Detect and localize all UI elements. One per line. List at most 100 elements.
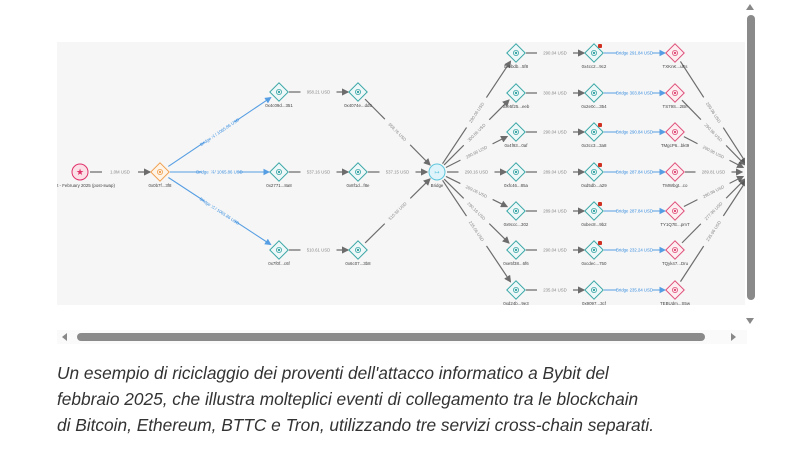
edge-label-bg: [201, 168, 238, 176]
transaction-flow-graph[interactable]: 1.0M USD Bridge ⤨ / 1065.86 USD Bridge ⤨ /…: [57, 42, 745, 305]
eth-address-node[interactable]: 0xd5db...a29: [581, 162, 607, 188]
caption-line: febbraio 2025, che illustra molteplici e…: [57, 389, 639, 409]
transfer-edge[interactable]: 958.21 USD: [289, 88, 350, 96]
eth-address-node[interactable]: 0xcdec...750: [582, 240, 607, 266]
tron-address-node[interactable]: TQyk47...Dru: [662, 240, 689, 266]
node-address-label: TMgcP6...bkt9: [661, 143, 690, 148]
tron-address-node[interactable]: TEBUdm...S5w: [660, 280, 691, 305]
bridge-edge[interactable]: Bridge 291.84 USD: [604, 49, 667, 57]
node-address-label: 0x9097...3cf: [582, 301, 607, 305]
node-address-label: TS79S...2Bn: [663, 104, 688, 109]
transfer-edge[interactable]: 289.04 USD: [526, 207, 586, 215]
eth-address-node[interactable]: 0x2e0c...354: [581, 83, 607, 109]
bridge-edge[interactable]: Bridge 303.84 USD: [604, 89, 667, 97]
scroll-up-arrow-icon[interactable]: [746, 4, 754, 10]
tron-address-node[interactable]: TS79S...2Bn: [663, 83, 688, 109]
transfer-edge[interactable]: 289.81 USD: [685, 168, 744, 176]
transfer-edge[interactable]: 537.16 USD: [289, 168, 350, 176]
eth-address-node[interactable]: 0x4cc2...9c2: [582, 43, 607, 69]
node-ring-icon: [672, 169, 679, 176]
eth-address-node[interactable]: 0x3cc3...3a8: [582, 122, 607, 148]
bridge-edge[interactable]: Bridge 232.24 USD: [604, 246, 667, 254]
node-address-label: 0x0b7f...3f8: [149, 183, 173, 188]
edge-amount-label: Bridge ⤨ / 1065.86 USD: [199, 117, 240, 147]
vertical-scrollbar[interactable]: [744, 0, 757, 330]
scroll-right-arrow-icon[interactable]: [731, 333, 736, 341]
eth-address-node[interactable]: 0x4074e...dd5: [344, 82, 372, 108]
eth-address-node[interactable]: 0xe5f25...eeb: [503, 83, 530, 109]
edge-label-bg: [463, 214, 490, 248]
transfer-edge[interactable]: 235.04 USD: [526, 286, 586, 294]
transfer-edge[interactable]: 290.96 USD: [445, 135, 509, 169]
node-address-label: 0x9ccc...302: [504, 222, 529, 227]
eth-address-node[interactable]: 0x2771...8a8: [266, 162, 292, 188]
transfer-edge[interactable]: 289.06 USD: [445, 175, 509, 208]
edge-amount-label: Bridge 235.84 USD: [616, 288, 653, 293]
eth-address-node[interactable]: 0x6c07...3b8: [345, 240, 371, 266]
bridge-edge[interactable]: Bridge 235.84 USD: [604, 286, 667, 294]
vertical-scroll-thumb[interactable]: [747, 15, 755, 300]
node-ring-icon: [157, 169, 164, 176]
node-address-label: 0xd24b...9e3: [503, 301, 529, 305]
scroll-left-arrow-icon[interactable]: [62, 333, 67, 341]
node-ring-icon: [672, 286, 679, 293]
node-ring-icon: [512, 49, 519, 56]
edge-amount-label: Bridge 303.84 USD: [616, 91, 653, 96]
transfer-edge[interactable]: 290.16 USD: [447, 168, 508, 176]
transfer-edge[interactable]: 537.15 USD: [368, 168, 429, 176]
edge-label-bg: [537, 128, 573, 136]
edge-amount-label: Bridge 287.84 USD: [616, 170, 653, 175]
node-ring-icon: [591, 129, 598, 136]
edge-amount-label: Bridge ⤨ / 1065.86 USD: [199, 196, 241, 226]
horizontal-scrollbar[interactable]: [57, 330, 747, 344]
tron-address-node[interactable]: TMgcP6...bkt9: [661, 122, 690, 148]
eth-address-node[interactable]: 0x9097...3cf: [582, 280, 607, 305]
edge-label-bg: [537, 168, 573, 176]
eth-address-node[interactable]: 0xfc46...85a: [504, 162, 529, 188]
eth-address-node[interactable]: 0x4c09d...351: [265, 82, 293, 108]
origin-address-node[interactable]: 0x0b7f...3f8: [149, 162, 173, 188]
edge-label-bg: [616, 49, 653, 57]
edge-amount-label: 510.61 USD: [307, 248, 330, 253]
transfer-edge[interactable]: 290.04 USD: [526, 128, 586, 136]
bridge-edge[interactable]: Bridge 287.84 USD: [604, 207, 667, 215]
transfer-edge[interactable]: 300.84 USD: [526, 89, 586, 97]
bridge-edge[interactable]: Bridge ⤨ / 1065.86 USD: [170, 168, 271, 176]
scroll-down-arrow-icon[interactable]: [746, 318, 754, 324]
transfer-edge[interactable]: 290.04 USD: [526, 49, 586, 57]
node-address-label: Exploit - February 2025 (post-swap): [57, 183, 115, 188]
eth-address-node[interactable]: 0xebdb...5f8: [504, 43, 529, 69]
horizontal-scroll-thumb[interactable]: [77, 333, 705, 341]
transfer-edge[interactable]: 290.96 USD: [683, 175, 745, 208]
eth-address-node[interactable]: 0x8f1d...f8e: [347, 162, 371, 188]
transfer-edge[interactable]: 510.61 USD: [289, 246, 350, 254]
eth-address-node[interactable]: 0x7f0f...c6f: [268, 240, 291, 266]
tron-address-node[interactable]: TY1Q7E...pmT: [660, 201, 690, 227]
tron-address-node[interactable]: TMWbgt...co: [663, 162, 688, 188]
bridge-edge[interactable]: Bridge ⤨ / 1065.86 USD: [167, 96, 272, 167]
source-address-node[interactable]: ★Exploit - February 2025 (post-swap): [57, 163, 115, 188]
eth-address-node[interactable]: 0xd24b...9e3: [503, 280, 529, 305]
edge-amount-label: 235.96 USD: [705, 220, 722, 242]
tron-address-node[interactable]: TXKnK...uFs: [663, 43, 689, 69]
node-dot-icon: [592, 170, 596, 174]
bridge-edge[interactable]: Bridge 287.84 USD: [604, 168, 667, 176]
transfer-edge[interactable]: 289.04 USD: [526, 168, 586, 176]
node-dot-icon: [673, 130, 677, 134]
transfer-edge[interactable]: 235.06 USD: [442, 179, 512, 283]
edge-label-bg: [537, 246, 573, 254]
transfer-edge[interactable]: 958.76 USD: [364, 98, 431, 166]
eth-address-node[interactable]: 0x4f93...0af: [505, 122, 529, 148]
eth-address-node[interactable]: 0x9ccc...302: [504, 201, 529, 227]
eth-address-node[interactable]: 0xbec8...9b2: [581, 201, 607, 227]
transfer-edge[interactable]: 290.96 USD: [683, 136, 745, 168]
transfer-edge[interactable]: 1.0M USD: [90, 168, 152, 176]
edge-amount-label: 290.04 USD: [543, 51, 566, 56]
bridge-edge[interactable]: Bridge 290.84 USD: [604, 128, 667, 136]
eth-address-node[interactable]: 0xe5f38...6f6: [503, 240, 529, 266]
transfer-edge[interactable]: 290.04 USD: [526, 246, 586, 254]
hub-address-node[interactable]: ↦Bridge: [428, 163, 446, 188]
node-dot-icon: [673, 288, 677, 292]
bridge-edge[interactable]: Bridge ⤨ / 1065.86 USD: [168, 177, 272, 246]
transfer-edge[interactable]: 510.56 USD: [364, 178, 431, 244]
